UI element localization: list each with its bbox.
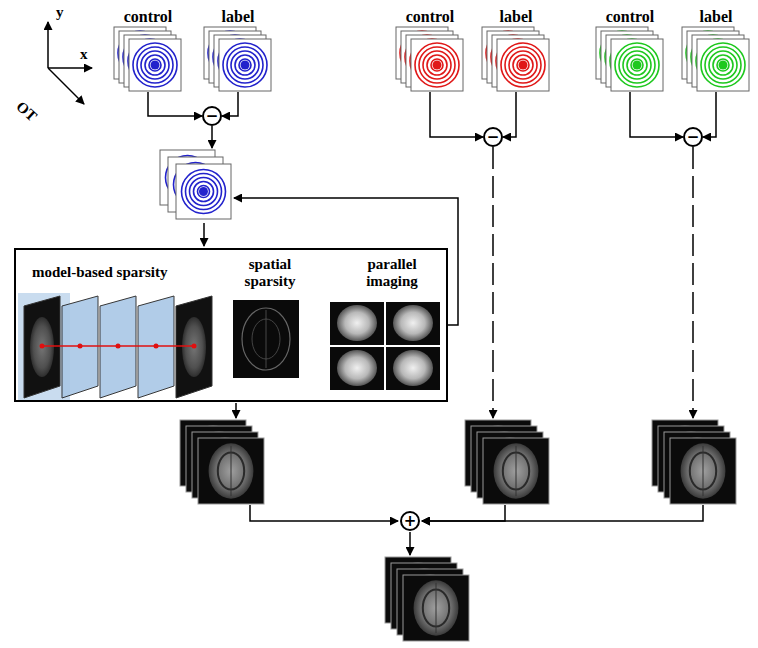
axes [48,22,92,104]
flow-lines [204,126,703,555]
coil-stack: label [200,8,276,92]
coil-frame [697,39,749,91]
operator-circle: + [400,511,420,531]
stack-heading: control [392,8,468,26]
coil-stack: label [678,8,754,92]
axis-label: y [56,4,64,21]
operator-circle: − [683,127,703,147]
coil-frame [497,39,549,91]
method-heading: spatial sparsity [234,256,306,290]
axis-label: x [80,46,88,63]
operator-circle: − [483,127,503,147]
brain-frame [483,438,549,504]
coil-stack: control [392,8,468,92]
coil-stack: control [592,8,668,92]
connector [222,92,238,116]
image-stacks [114,27,749,641]
coil-frame [411,39,463,91]
connector [148,92,202,116]
operator-sign: − [206,109,219,123]
operator-circle: − [202,106,222,126]
coil-stack: control [110,8,186,92]
stack-heading: control [592,8,668,26]
brain-frame [403,575,469,641]
method-heading: model-based sparsity [32,264,202,281]
connector [503,92,516,137]
operator-sign: + [404,514,417,528]
connector [430,92,483,137]
coil-frame [176,164,231,219]
stack-heading: label [200,8,276,26]
connector [703,92,716,137]
coil-frame [129,39,181,91]
parallel-panel [330,302,440,390]
method-heading: parallel imaging [342,256,442,290]
coil-stack: label [478,8,554,92]
operator-sign: − [687,130,700,144]
coil-frame [611,39,663,91]
stack-heading: label [678,8,754,26]
model-based-panel [18,293,212,400]
brain-frame [198,438,264,504]
stack-heading: label [478,8,554,26]
coil-frame [219,39,271,91]
connector [630,92,683,137]
stack-heading: control [110,8,186,26]
spatial-panel [233,300,299,378]
reconstruction-box: model-based sparsity spatial sparsity para… [14,248,448,402]
brain-frame [670,438,736,504]
axis-label: OT [13,98,40,125]
operator-sign: − [487,130,500,144]
